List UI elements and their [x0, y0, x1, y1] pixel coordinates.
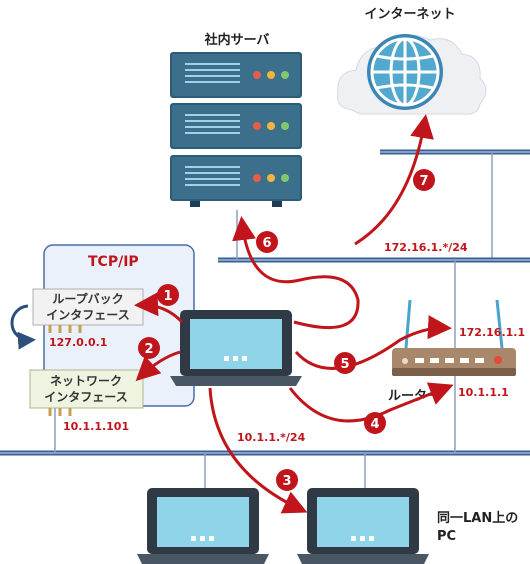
router-inner-ip: 10.1.1.1 — [458, 386, 509, 399]
router-icon — [392, 299, 516, 376]
globe-icon — [367, 34, 443, 110]
svg-text:5: 5 — [340, 357, 349, 372]
svg-text:4: 4 — [370, 417, 379, 432]
lan-pc-laptop-icon-1 — [137, 488, 269, 564]
loopback-label-line2: インタフェース — [46, 308, 129, 322]
router-outer-ip: 172.16.1.1 — [459, 326, 525, 339]
step-badge-5: 5 — [334, 352, 356, 374]
nic-ip: 10.1.1.101 — [63, 420, 129, 433]
tcpip-label: TCP/IP — [88, 254, 139, 270]
step-badge-3: 3 — [276, 469, 298, 491]
path-arrow-6 — [232, 216, 360, 330]
step-badge-2: 2 — [138, 337, 160, 359]
svg-text:2: 2 — [144, 342, 153, 357]
server-rack-icon — [170, 52, 302, 207]
nic-label-line2: インタフェース — [44, 390, 127, 404]
local-pc-laptop-icon — [170, 310, 302, 386]
nic-label-line1: ネットワーク — [50, 374, 122, 388]
step-badge-6: 6 — [256, 231, 278, 253]
svg-text:3: 3 — [282, 474, 291, 489]
loopback-label-line1: ループバック — [52, 291, 123, 306]
loopback-cycle-icon — [10, 304, 36, 350]
path-arrow-1 — [134, 292, 184, 324]
lan-pc-laptop-icon-2 — [297, 488, 429, 564]
loopback-ip: 127.0.0.1 — [49, 336, 107, 349]
lan-segment — [0, 370, 530, 490]
dmz-network-label: 172.16.1.*/24 — [384, 241, 468, 254]
loopback-interface-card — [32, 288, 144, 333]
internet-segment — [380, 149, 530, 260]
internet-label: インターネット — [364, 7, 455, 22]
svg-text:7: 7 — [419, 174, 428, 189]
path-arrow-5 — [294, 315, 452, 370]
lan-pc-label-line1: 同一LAN上の — [437, 511, 518, 526]
path-arrow-4 — [288, 382, 454, 423]
path-arrow-2 — [135, 350, 181, 382]
lan-pc-label-line2: PC — [437, 529, 456, 544]
network-interface-card — [29, 369, 144, 416]
svg-text:6: 6 — [262, 236, 271, 251]
path-arrow-7 — [354, 114, 434, 246]
step-badge-4: 4 — [364, 412, 386, 434]
lan-network-label: 10.1.1.*/24 — [237, 431, 306, 444]
svg-text:1: 1 — [163, 289, 172, 304]
server-label: 社内サーバ — [204, 32, 270, 48]
path-arrow-3 — [208, 387, 308, 514]
step-badge-1: 1 — [157, 284, 179, 306]
step-badge-7: 7 — [413, 169, 435, 191]
